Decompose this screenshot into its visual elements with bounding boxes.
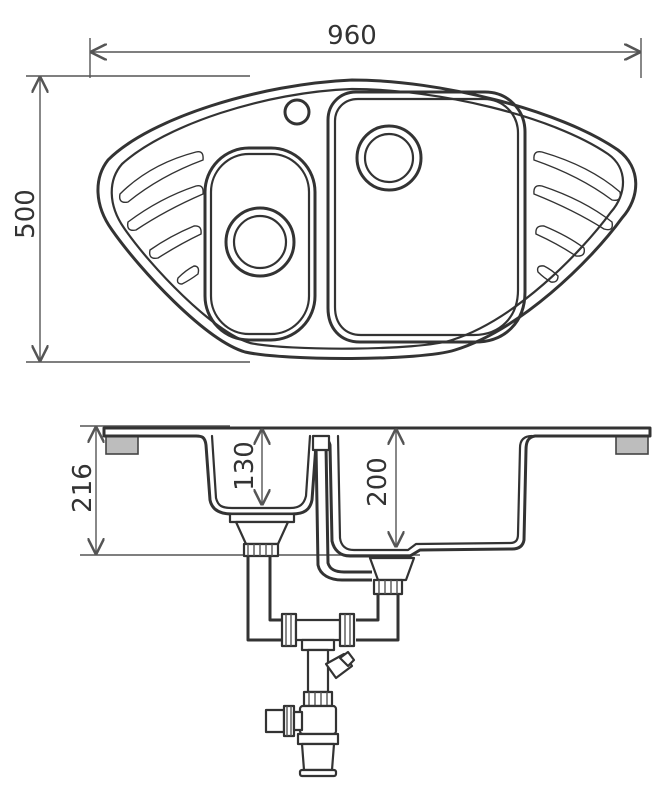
small-bowl-drain	[224, 206, 296, 278]
depth-label: 500	[11, 189, 41, 239]
right-gasket	[615, 435, 649, 455]
large-bowl-depth-dimension: 200	[363, 430, 396, 546]
small-bowl	[203, 146, 317, 342]
tee-connector	[280, 612, 356, 694]
top-view: 960 500	[11, 21, 642, 363]
sink-outer-outline	[96, 78, 638, 361]
small-bowl-depth-label: 130	[230, 441, 260, 491]
right-drain-assembly	[356, 556, 416, 642]
left-drainboard-ribs	[118, 150, 204, 285]
small-bowl-depth-dimension: 130	[230, 430, 262, 504]
large-bowl	[326, 90, 527, 344]
width-dimension: 960	[89, 21, 642, 78]
faucet-hole	[283, 98, 311, 126]
dishwasher-inlet	[324, 650, 356, 680]
large-bowl-section-inner	[336, 434, 534, 552]
width-label: 960	[327, 21, 377, 51]
overflow-pipe	[314, 445, 372, 582]
large-bowl-inner-edge	[333, 97, 520, 337]
sink-inner-outline	[110, 87, 625, 350]
right-drainboard-ribs	[533, 150, 622, 283]
sink-section-inner	[210, 434, 312, 510]
side-view: 216 130 200	[68, 425, 652, 778]
side-outlet	[264, 704, 304, 738]
bottle-trap	[296, 690, 340, 778]
overflow-head	[311, 434, 331, 452]
large-bowl-depth-label: 200	[363, 457, 393, 507]
left-drain-assembly	[228, 512, 296, 642]
left-gasket	[105, 435, 139, 455]
depth-dimension: 500	[11, 75, 250, 363]
small-bowl-inner-edge	[209, 152, 311, 336]
height-label: 216	[68, 463, 98, 513]
large-bowl-drain	[355, 124, 423, 192]
